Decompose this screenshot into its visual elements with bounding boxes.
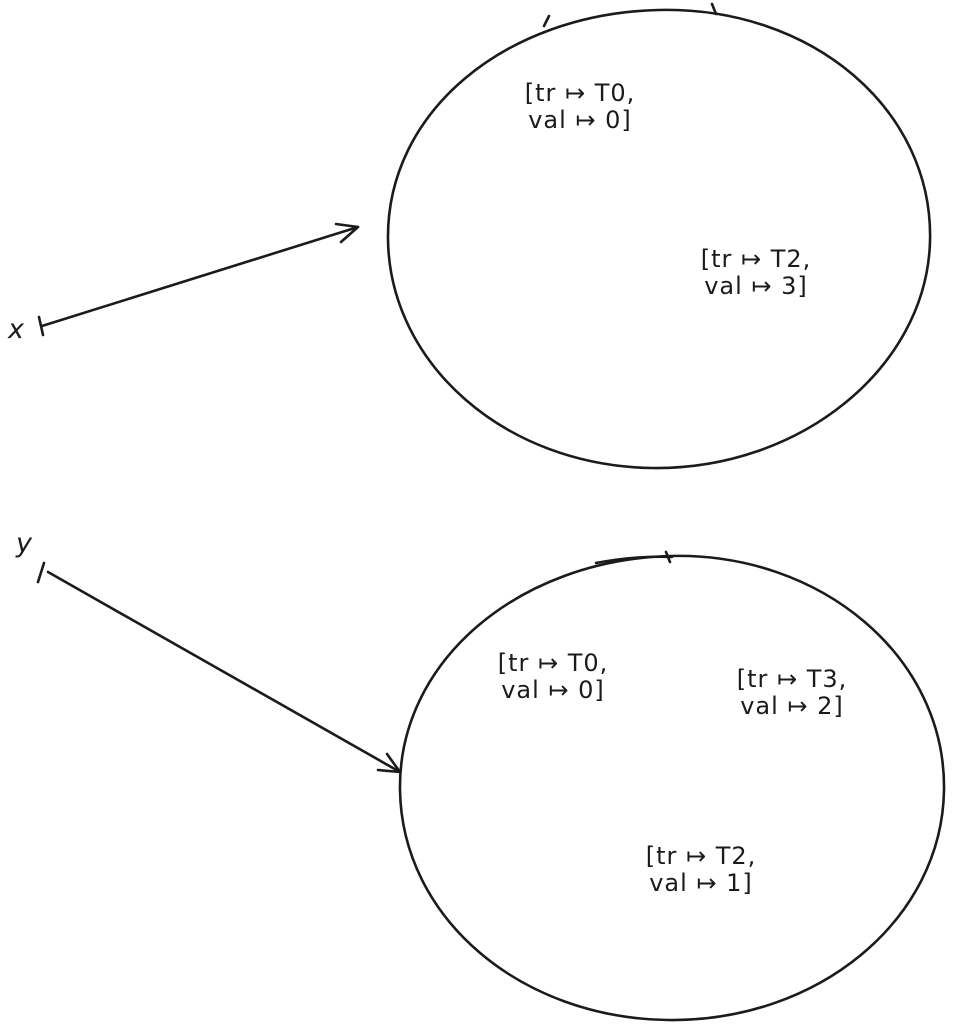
arrow-x-shaft	[40, 225, 360, 328]
record-line: val ↦ 2]	[740, 692, 844, 720]
record-y-tr-t2: [tr ↦ T2, val ↦ 1]	[646, 843, 757, 897]
arrow-x-start-tick	[37, 315, 45, 337]
set-x-ellipse	[386, 8, 932, 470]
arrow-y-shaft	[46, 570, 402, 774]
arrow-y-head	[376, 752, 402, 774]
record-x-tr-t2: [tr ↦ T2, val ↦ 3]	[701, 246, 812, 300]
record-line: [tr ↦ T3,	[736, 665, 848, 693]
record-line: val ↦ 1]	[649, 869, 753, 897]
set-x-ellipse-overlap-tick	[710, 2, 718, 16]
record-y-tr-t0: [tr ↦ T0, val ↦ 0]	[498, 650, 609, 704]
pointer-y-label: y	[16, 528, 32, 559]
record-line: [tr ↦ T2,	[645, 842, 757, 870]
record-x-tr-t0: [tr ↦ T0, val ↦ 0]	[525, 80, 636, 134]
record-line: [tr ↦ T0,	[497, 649, 609, 677]
record-y-tr-t3: [tr ↦ T3, val ↦ 2]	[737, 666, 848, 720]
record-line: val ↦ 3]	[704, 272, 808, 300]
set-y-ellipse-overlap-tick	[664, 550, 672, 564]
set-y-ellipse	[398, 554, 946, 1022]
record-line: val ↦ 0]	[528, 106, 632, 134]
record-line: val ↦ 0]	[501, 676, 605, 704]
record-line: [tr ↦ T2,	[700, 245, 812, 273]
set-x-ellipse-overlap-tick-2	[542, 14, 551, 28]
pointer-x-label: x	[8, 314, 24, 345]
arrow-x-head	[334, 222, 360, 244]
record-line: [tr ↦ T0,	[524, 79, 636, 107]
set-y-ellipse-overlap-stroke	[594, 555, 674, 565]
arrow-y-start-tick	[36, 561, 46, 584]
